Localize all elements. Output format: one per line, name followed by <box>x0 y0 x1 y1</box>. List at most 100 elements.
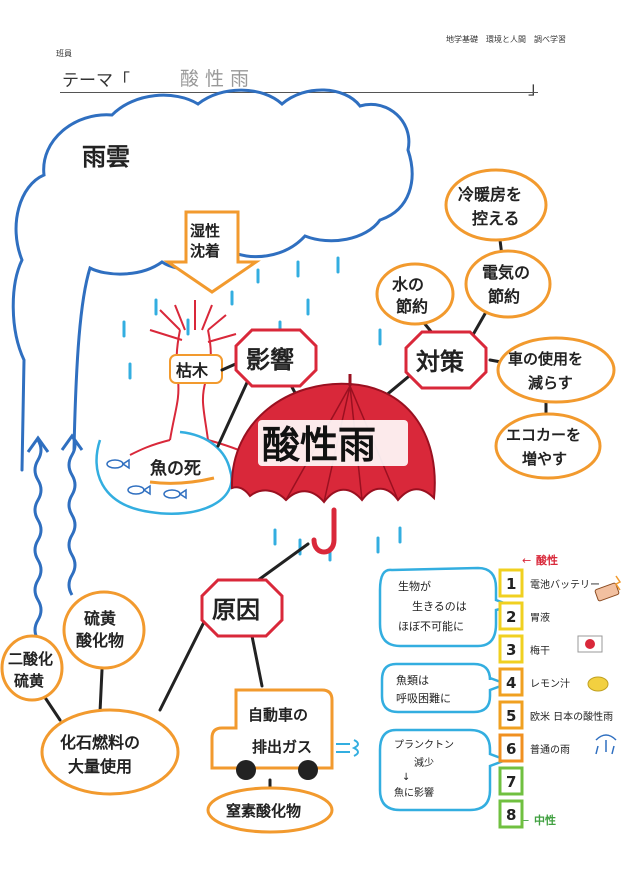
ph-number-5: 5 <box>506 707 516 725</box>
sakana-label: 魚の死 <box>150 458 201 479</box>
fish-pond <box>95 430 233 515</box>
bubble-plankton <box>378 728 510 812</box>
car-line1: 自動車の <box>248 706 308 724</box>
bubble-plankton-line3: 魚に影響 <box>394 786 434 799</box>
ph-number-8: 8 <box>506 806 516 824</box>
ph-box-1 <box>498 568 524 598</box>
ph-label-6: 普通の雨 <box>530 743 570 756</box>
bubble-life-line1: 生物が <box>398 579 431 593</box>
cause-niso-bubble <box>0 634 64 702</box>
center-title-bg <box>258 420 408 466</box>
acid-arrow-icon: ← <box>522 554 531 567</box>
car-wheel-rear <box>298 760 318 780</box>
theme-label: テーマ「 <box>62 71 130 91</box>
deposition-line1: 湿性 <box>190 222 220 240</box>
class-label: 班員 <box>56 49 72 58</box>
ph-number-7: 7 <box>506 773 516 791</box>
counter-ecocar-bubble <box>494 412 602 480</box>
connector-lines <box>38 238 548 794</box>
arrow-head-left <box>26 435 50 453</box>
ph-box-3 <box>498 634 524 664</box>
subject-header: 地学基礎 環境と人間 調べ学習 <box>446 35 566 44</box>
cause-niso-line2: 硫黄 <box>14 672 44 690</box>
ph-number-3: 3 <box>506 641 516 659</box>
cause-chisso-label: 窒素酸化物 <box>226 802 301 820</box>
bubble-plankton-line2: 減少 <box>414 756 434 769</box>
acid-label: 酸性 <box>536 553 558 567</box>
eikyo-octagon <box>234 328 318 388</box>
umeboshi-icon <box>577 635 603 653</box>
counter-water-line2: 節約 <box>395 297 428 316</box>
counter-aircon-line1: 冷暖房を <box>458 185 522 204</box>
cloud-label: 雨雲 <box>82 143 130 171</box>
ph-box-8 <box>498 799 524 829</box>
taisaku-octagon <box>404 330 488 390</box>
cause-chisso-bubble <box>206 786 334 834</box>
sakana-underline <box>149 476 215 485</box>
counter-ecocar-line1: エコカーを <box>506 426 581 444</box>
counter-car-bubble <box>496 336 616 404</box>
center-title: 酸性雨 <box>262 423 376 467</box>
umbrella-handle <box>311 507 337 555</box>
ph-number-2: 2 <box>506 608 516 626</box>
exhaust-icon <box>336 739 359 757</box>
cause-niso-line1: 二酸化 <box>8 650 53 668</box>
counter-aircon-line2: 控える <box>472 209 520 228</box>
ph-label-1: 電池バッテリー <box>530 578 600 591</box>
rain-icon <box>595 734 617 755</box>
cause-kaseki-line1: 化石燃料の <box>60 733 140 752</box>
ph-label-2: 胃液 <box>530 611 550 624</box>
bubble-plankton-line1: プランクトン <box>394 739 454 751</box>
theme-value: 酸性雨 <box>180 68 256 90</box>
deposition-line2: 沈着 <box>190 242 220 260</box>
counter-car-line2: 減らす <box>528 374 573 392</box>
ph-number-4: 4 <box>506 674 516 692</box>
arrow-head-right <box>60 433 84 451</box>
theme-close: 」 <box>528 79 545 99</box>
car-line2: 排出ガス <box>252 738 312 756</box>
cause-kaseki-bubble <box>40 708 180 796</box>
cause-iou-line2: 酸化物 <box>76 631 124 650</box>
ph-label-3: 梅干 <box>530 644 550 657</box>
cause-iou-bubble <box>62 590 146 670</box>
bubble-life-line2: 生きるのは <box>412 599 467 613</box>
bubble-breathing <box>380 662 510 714</box>
counter-aircon-bubble <box>444 168 548 242</box>
counter-electric-bubble <box>464 249 552 319</box>
cause-iou-line1: 硫黄 <box>84 609 116 628</box>
ph-box-4 <box>498 667 524 697</box>
ph-scale-list: 1 電池バッテリー 2 胃液 3 梅干 4 レモン汁 5 欧米 日本の酸性雨 6 普通の雨 7 8 <box>498 568 613 829</box>
ph-label-4: レモン汁 <box>530 677 570 690</box>
lemon-icon <box>587 676 609 692</box>
down-arrow-icon: ↓ <box>402 772 410 783</box>
wavy-arrow-left <box>33 439 43 641</box>
neutral-arrow-icon: ← <box>520 814 529 827</box>
ph-number-1: 1 <box>506 575 516 593</box>
counter-water-bubble <box>375 262 455 326</box>
genin-octagon <box>200 578 284 638</box>
counter-water-line1: 水の <box>392 275 424 294</box>
bubble-breathing-line2: 呼吸困難に <box>396 692 451 705</box>
taisaku-label: 対策 <box>416 348 465 376</box>
cause-kaseki-line2: 大量使用 <box>68 757 132 776</box>
ph-box-5 <box>498 700 524 730</box>
fish-icon <box>106 458 187 500</box>
wavy-arrow-right <box>67 434 77 596</box>
eikyo-label: 影響 <box>246 346 294 374</box>
ph-box-2 <box>498 601 524 631</box>
bubble-life <box>378 566 517 648</box>
bubble-life-line3: ほぼ不可能に <box>398 619 464 633</box>
bubble-breathing-line1: 魚類は <box>396 674 429 687</box>
counter-electric-line1: 電気の <box>482 263 530 282</box>
counter-ecocar-line2: 増やす <box>522 450 567 468</box>
car-body <box>210 688 334 770</box>
ph-label-5: 欧米 日本の酸性雨 <box>530 710 613 723</box>
ph-number-6: 6 <box>506 740 516 758</box>
rain-cloud <box>11 88 414 472</box>
kareki-label: 枯木 <box>176 361 209 380</box>
neutral-label: 中性 <box>534 813 556 827</box>
deposition-arrow <box>163 210 261 294</box>
counter-car-line1: 車の使用を <box>508 350 583 368</box>
ph-box-6 <box>498 733 524 763</box>
